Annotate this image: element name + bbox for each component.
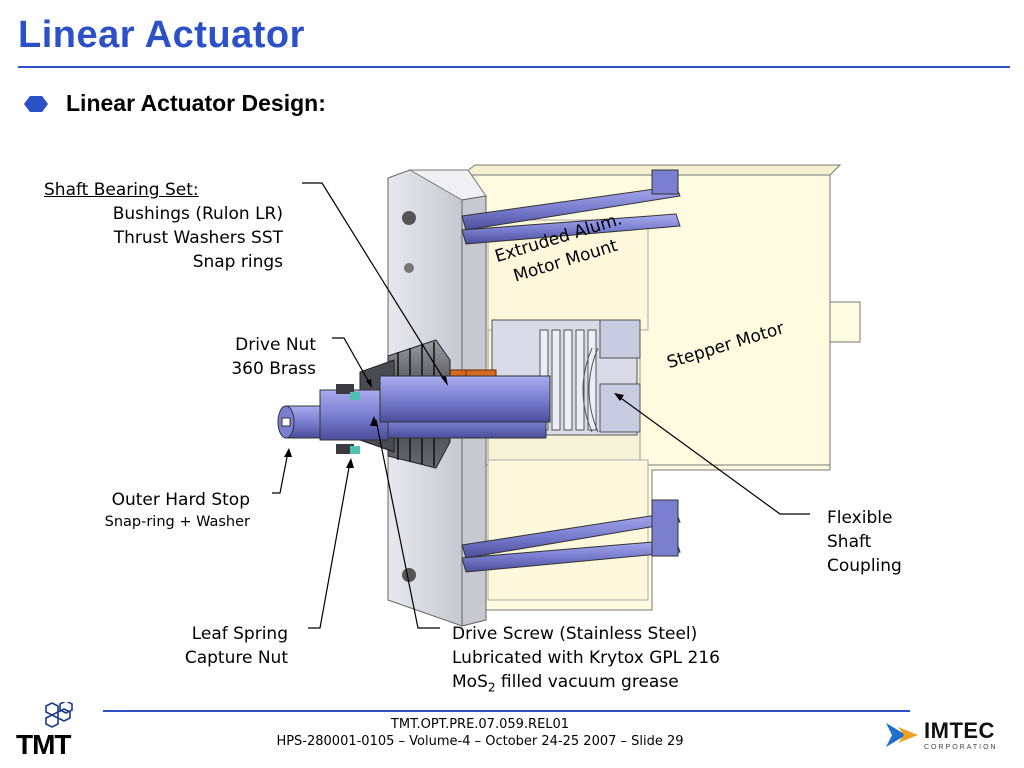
footer-meeting-info: HPS-280001-0105 – Volume-4 – October 24-… [276,734,684,749]
coupling-line2: Shaft [827,532,872,552]
footer-rule [103,710,910,712]
outer-stop-line2: Snap-ring + Washer [104,514,250,530]
bullet-text: Linear Actuator Design: [66,90,326,116]
imtec-name: IMTEC [924,718,995,743]
tmt-hexagons-icon [45,702,73,728]
slide-title: Linear Actuator [18,14,305,56]
leader-arrowheads [284,376,624,468]
label-flexible-coupling: Flexible Shaft Coupling [827,506,902,578]
bullet-point: Linear Actuator Design: [24,90,326,117]
leaf-spring-line2: Capture Nut [184,648,288,668]
tie-rods [461,169,681,573]
coupling-line1: Flexible [827,508,893,528]
drive-screw-line2: Lubricated with Krytox GPL 216 [452,648,720,668]
label-drive-screw: Drive Screw (Stainless Steel) Lubricated… [452,622,720,699]
shaft-bearing-line2: Thrust Washers SST [113,228,283,248]
hexagon-bullet-icon [24,95,48,112]
label-drive-nut: Drive Nut 360 Brass [200,333,316,381]
label-leaf-spring: Leaf Spring Capture Nut [140,622,288,670]
shaft-bearing-heading: Shaft Bearing Set: [44,180,199,200]
drive-screw-line1: Drive Screw (Stainless Steel) [452,624,698,644]
coupling-line3: Coupling [827,556,902,576]
imtec-logo: IMTEC CORPORATION [884,718,998,751]
shaft-bearing-line1: Bushings (Rulon LR) [112,204,283,224]
outer-stop-line1: Outer Hard Stop [111,490,250,510]
label-shaft-bearing-set: Shaft Bearing Set: Bushings (Rulon LR) T… [44,178,283,274]
drive-screw-line3: MoS2 filled vacuum grease [452,672,679,695]
title-underline [18,66,1010,68]
leaf-spring-line1: Leaf Spring [191,624,288,644]
drive-screw [277,375,551,454]
label-outer-hard-stop: Outer Hard Stop Snap-ring + Washer [60,488,250,532]
drive-nut-line1: Drive Nut [235,335,316,355]
flexible-coupling [491,319,641,436]
shaft-bearing-line3: Snap rings [192,252,283,272]
drive-nut-line2: 360 Brass [231,359,316,379]
tmt-logo-text: TMT [16,729,72,760]
footer-doc-id: TMT.OPT.PRE.07.059.REL01 [390,717,570,732]
imtec-mark-icon [886,722,918,747]
leader-lines [272,182,810,629]
imtec-sub: CORPORATION [924,744,998,751]
footer: TMT.OPT.PRE.07.059.REL01 HPS-280001-0105… [180,716,780,750]
